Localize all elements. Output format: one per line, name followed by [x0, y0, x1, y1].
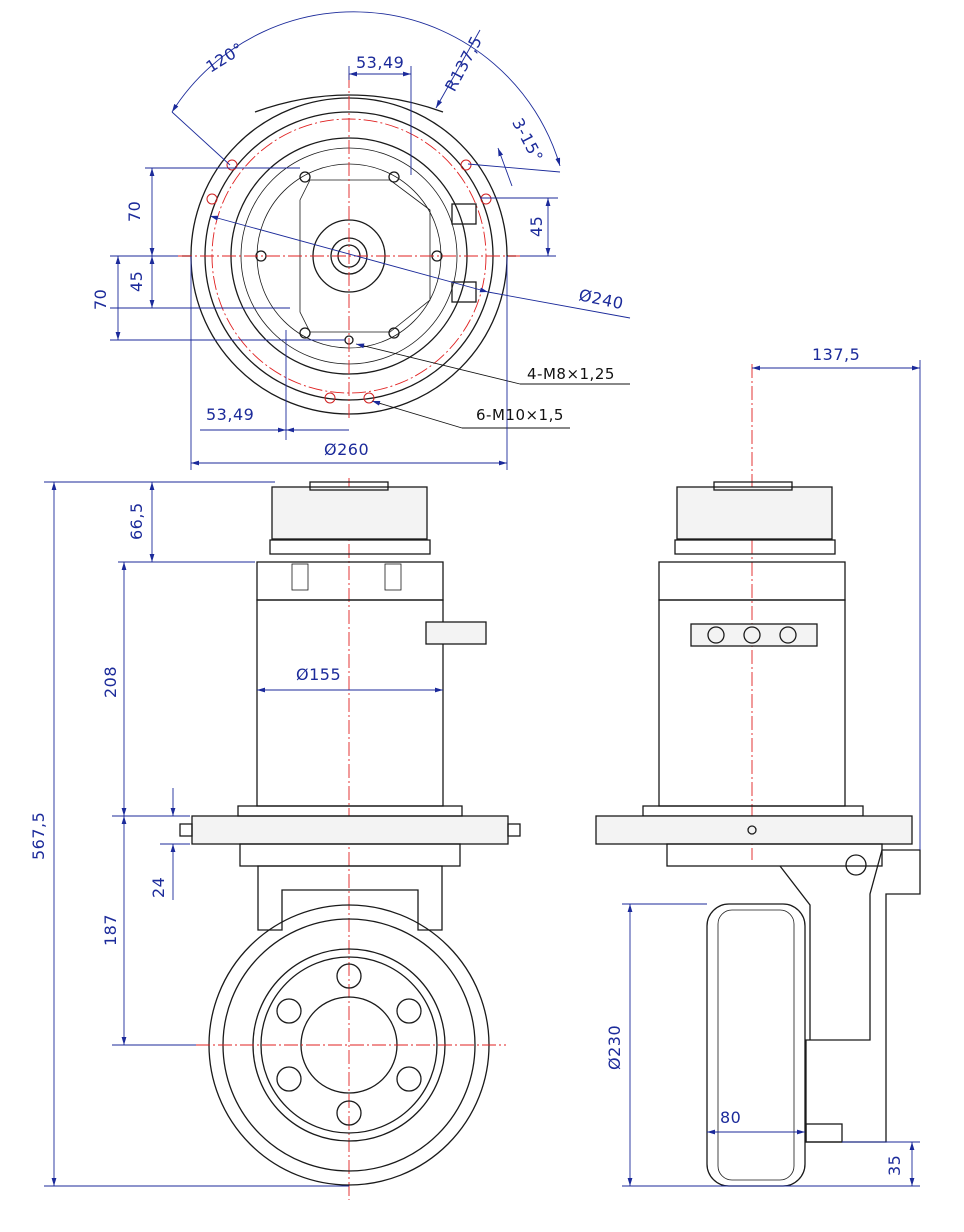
side-brake-plate: [674, 539, 836, 555]
mount-flange: [191, 815, 509, 845]
radius-label: R137,5: [441, 33, 486, 95]
gearbox-housing: [257, 865, 443, 931]
wheel-bolt-hole: [396, 1066, 422, 1092]
side-cap-tab: [713, 481, 793, 491]
m8-label: 4-M8×1,25: [527, 365, 615, 383]
w1375-label: 137,5: [812, 345, 860, 364]
angle-120-label: 120°: [203, 39, 247, 77]
h70l-label: 70: [91, 289, 110, 310]
wheel-hub-rim: [260, 956, 438, 1134]
flange-stud-right: [507, 823, 521, 837]
side-wheel-hub: [717, 909, 795, 1181]
h5675-label: 567,5: [29, 812, 48, 860]
side-flange-hole: [747, 825, 757, 835]
angle-120-arc: [171, 11, 561, 167]
m8-hole: [388, 171, 400, 183]
m10-hole: [480, 193, 492, 205]
m10-hole: [226, 159, 238, 171]
dia240-leader-a: [209, 215, 489, 293]
m8-hole: [299, 171, 311, 183]
motor-endbell: [256, 561, 444, 601]
brake-outline: [299, 179, 431, 333]
wheel-bolt-hole: [276, 1066, 302, 1092]
width-top-label: 53,49: [356, 53, 404, 72]
side-wheel-tire: [706, 903, 806, 1187]
m10-hole: [460, 159, 472, 171]
wheel-bolt-hole: [336, 963, 362, 989]
top-view: 120° 53,49 R137,5 3-15° 70 45 45 70: [91, 11, 631, 470]
h665-label: 66,5: [127, 502, 146, 540]
h35-label: 35: [885, 1155, 904, 1176]
bolt-slot-right: [384, 563, 402, 591]
width-bot-label: 53,49: [206, 405, 254, 424]
dia230-label: Ø230: [605, 1025, 624, 1070]
angle-15-label: 3-15°: [508, 115, 547, 165]
dia240-label: Ø240: [577, 285, 625, 313]
h45l-label: 45: [127, 271, 146, 292]
radius-leader: [435, 29, 481, 109]
bolt-slot-left: [291, 563, 309, 591]
motor-body: [256, 599, 444, 807]
encoder-cap: [271, 486, 428, 540]
gearbox-top: [239, 843, 461, 867]
side-terminal-1: [707, 626, 725, 644]
wheel-bolt-hole: [336, 1100, 362, 1126]
angle-15-tick: [497, 147, 513, 187]
h70u-label: 70: [125, 201, 144, 222]
side-encoder-cap: [676, 486, 833, 540]
m10-hole: [206, 193, 218, 205]
h45r-label: 45: [527, 216, 546, 237]
wheel-bolt-hole: [276, 998, 302, 1024]
m10-leader-a: [371, 400, 463, 429]
side-slewing-ring: [642, 805, 864, 817]
angle-120-leader: [171, 111, 231, 166]
side-gearbox-top: [666, 843, 883, 867]
terminal-block-upper: [451, 203, 477, 225]
w80-label: 80: [720, 1108, 741, 1127]
m8-hole: [388, 327, 400, 339]
angle-15-leader-a: [467, 163, 561, 173]
h208-label: 208: [101, 666, 120, 698]
side-arm: [779, 865, 811, 1040]
side-bracket: [805, 849, 921, 1143]
side-terminal-3: [779, 626, 797, 644]
brake-plate: [269, 539, 431, 555]
flange-stud-left: [179, 823, 193, 837]
h24-label: 24: [149, 877, 168, 898]
side-mount-flange: [595, 815, 913, 845]
side-view: 137,5 Ø230 80 35: [595, 345, 921, 1187]
front-view: 66,5 208 Ø155 567,5 24 187: [29, 478, 521, 1200]
m10-hole: [363, 392, 375, 404]
side-wheel-foot: [805, 1123, 843, 1143]
side-terminal-2: [743, 626, 761, 644]
h187-label: 187: [101, 914, 120, 946]
m10-label: 6-M10×1,5: [476, 406, 564, 424]
m10-hole: [324, 392, 336, 404]
wheel-bolt-hole: [396, 998, 422, 1024]
m8-leader-a: [355, 343, 521, 385]
dia155-label: Ø155: [296, 665, 341, 684]
m8-hole: [299, 327, 311, 339]
slewing-ring: [237, 805, 463, 817]
encoder-cap-tab: [309, 481, 389, 491]
side-pivot: [845, 854, 867, 876]
dia260-label: Ø260: [324, 440, 369, 459]
dia240-leader-b: [487, 291, 631, 319]
terminal-stud: [425, 621, 487, 645]
